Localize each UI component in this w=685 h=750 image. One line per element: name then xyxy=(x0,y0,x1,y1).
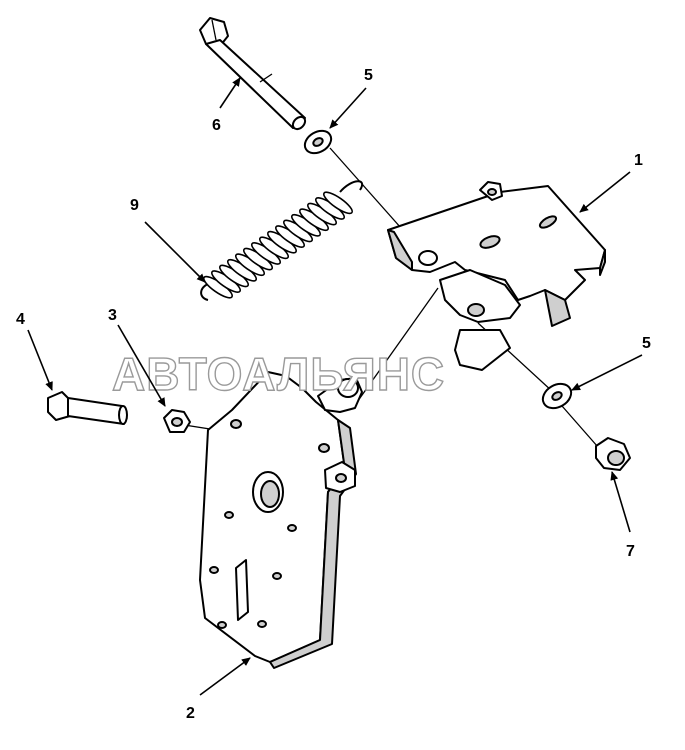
part-5-washer-top xyxy=(303,129,333,155)
part-1-bracket xyxy=(387,181,606,371)
part-4-bolt xyxy=(47,391,128,425)
callout-5-right: 5 xyxy=(642,335,651,352)
part-7-nut xyxy=(595,437,631,471)
part-5-washer-right xyxy=(541,382,573,410)
watermark-text: АВТОАЛЬЯНС xyxy=(112,348,445,400)
callout-1: 1 xyxy=(634,152,643,169)
part-3-nut xyxy=(163,409,191,433)
callout-7: 7 xyxy=(626,543,635,560)
part-6-bolt xyxy=(199,17,307,131)
callout-4: 4 xyxy=(16,311,25,328)
leader-lines xyxy=(27,77,643,696)
callout-2: 2 xyxy=(186,705,195,722)
callout-5-top: 5 xyxy=(364,67,373,84)
callout-3: 3 xyxy=(108,307,117,324)
spring-coil xyxy=(322,191,354,215)
callout-6: 6 xyxy=(212,117,221,134)
part-2-plate xyxy=(199,371,363,669)
callout-9: 9 xyxy=(130,197,139,214)
part-9-spring xyxy=(200,180,363,301)
